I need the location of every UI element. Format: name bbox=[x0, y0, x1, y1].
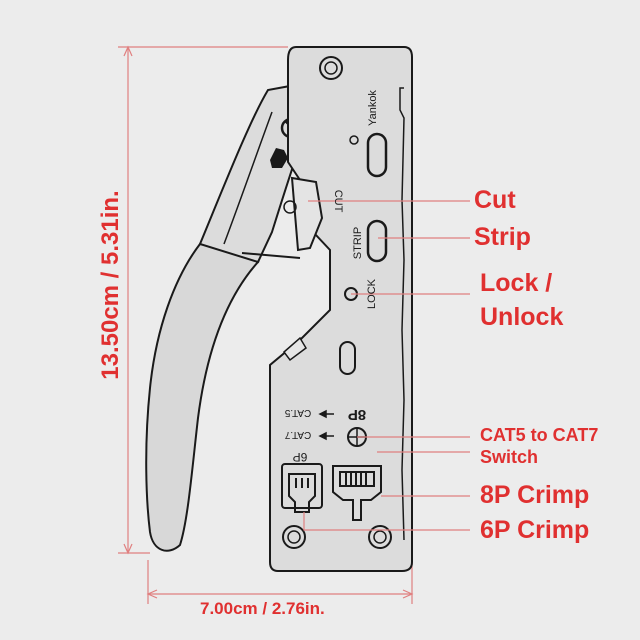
height-dimension-line bbox=[118, 45, 288, 555]
6p-crimp-die bbox=[281, 463, 323, 513]
handle-grip bbox=[145, 242, 260, 552]
small-hole bbox=[349, 135, 359, 145]
cut-label: CUT bbox=[332, 190, 344, 213]
8p-crimp-die bbox=[332, 465, 382, 521]
callout-6p-crimp: 6P Crimp bbox=[480, 516, 590, 544]
bottom-right-screw bbox=[368, 525, 392, 549]
callout-strip: Strip bbox=[474, 223, 531, 251]
upper-strip-slot bbox=[366, 132, 388, 178]
8p-die-label: 8P bbox=[348, 406, 366, 423]
width-dimension-line bbox=[146, 560, 414, 604]
cat5-marker-label: CAT.5 bbox=[284, 407, 311, 418]
cut-blade-screw bbox=[283, 200, 297, 214]
leader-lines bbox=[303, 200, 470, 531]
strip-label: STRIP bbox=[352, 227, 364, 259]
body-notch bbox=[282, 336, 307, 362]
cat7-marker-label: CAT.7 bbox=[284, 429, 311, 440]
callout-cut: Cut bbox=[474, 186, 516, 214]
arrow-cat5 bbox=[318, 409, 334, 419]
bottom-left-screw bbox=[282, 525, 306, 549]
slide-slot bbox=[339, 341, 356, 375]
width-dimension-label: 7.00cm / 2.76in. bbox=[200, 599, 325, 618]
callout-unlock: Unlock bbox=[480, 303, 564, 331]
hand-icon bbox=[270, 148, 288, 168]
lock-label: LOCK bbox=[366, 278, 378, 309]
body-edge-ridges bbox=[399, 87, 405, 541]
height-dimension-label: 13.50cm / 5.31in. bbox=[97, 190, 124, 379]
cut-blade bbox=[290, 176, 324, 252]
callout-cat-switch: CAT5 to CAT7 bbox=[480, 425, 599, 445]
handle-pivot-rod bbox=[241, 252, 301, 259]
6p-die-label: 6P bbox=[293, 450, 308, 464]
arrow-cat7 bbox=[318, 431, 334, 441]
strip-slot bbox=[366, 219, 388, 263]
callout-8p-crimp: 8P Crimp bbox=[480, 481, 590, 509]
tool-body-plate bbox=[269, 46, 413, 572]
callout-lock: Lock / bbox=[480, 269, 553, 297]
handle-arm-inner bbox=[223, 111, 273, 245]
brand-label: Yankok bbox=[367, 90, 379, 126]
callout-switch: Switch bbox=[480, 447, 539, 467]
top-pivot-screw bbox=[319, 56, 343, 80]
